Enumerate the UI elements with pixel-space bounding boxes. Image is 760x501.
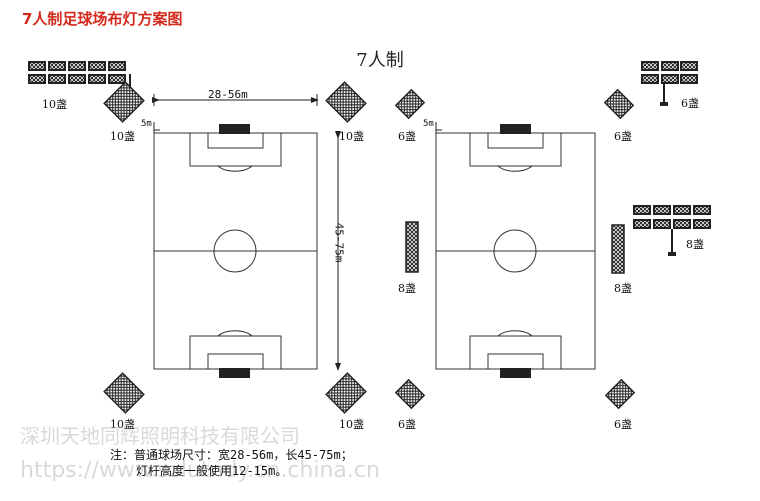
goal-bottom-right <box>500 368 531 378</box>
lamp-r-bottom-right-label: 6盏 <box>614 418 632 431</box>
margin-label-left: 5m <box>141 119 152 129</box>
goal-bottom-left <box>219 368 250 378</box>
lamp-r-bottom-right <box>605 379 635 409</box>
array-top-left-label: 10盏 <box>42 98 67 111</box>
lamp-bottom-right <box>325 372 367 414</box>
lamp-top-right <box>325 81 367 123</box>
goal-top-right <box>500 124 531 134</box>
lamp-r-top-left <box>395 89 425 119</box>
right-pitch <box>435 132 596 370</box>
goal-top-left <box>219 124 250 134</box>
watermark-url: https://www.szlutndy.cn.china.cn <box>20 458 380 483</box>
lamp-r-bottom-left <box>395 379 425 409</box>
lamp-r-mid-left <box>405 221 419 273</box>
lamp-r-top-left-label: 6盏 <box>398 130 416 143</box>
lamp-r-bottom-left-label: 6盏 <box>398 418 416 431</box>
width-dimension-label: 28-56m <box>208 88 248 101</box>
array-r-mid-label: 8盏 <box>686 238 704 251</box>
lamp-r-top-right-label: 6盏 <box>614 130 632 143</box>
left-pitch <box>153 132 318 370</box>
lamp-array-r-mid <box>633 205 711 256</box>
lamp-r-mid-right <box>611 224 625 274</box>
lamp-top-right-label: 10盏 <box>339 130 364 143</box>
lamp-r-mid-right-label: 8盏 <box>614 282 632 295</box>
lamp-bottom-left <box>103 372 145 414</box>
lamp-r-top-right <box>604 89 634 119</box>
lamp-r-mid-left-label: 8盏 <box>398 282 416 295</box>
lamp-bottom-left-label: 10盏 <box>110 418 135 431</box>
lamp-top-left <box>103 81 145 123</box>
note-line-2: 灯杆高度一般使用12-15m。 <box>136 464 288 478</box>
scheme-title: 7人制 <box>356 50 404 71</box>
lamp-top-left-label: 10盏 <box>110 130 135 143</box>
array-r-top-label: 6盏 <box>681 97 699 110</box>
note-line-1: 注：普通球场尺寸：宽28-56m，长45-75m； <box>110 448 353 462</box>
length-dimension-label: 45-75m <box>332 222 346 263</box>
page-title: 7人制足球场布灯方案图 <box>22 10 183 28</box>
lamp-bottom-right-label: 10盏 <box>339 418 364 431</box>
watermark-company: 深圳天地同辉照明科技有限公司 <box>20 424 300 448</box>
lamp-array-r-top <box>641 61 698 106</box>
margin-label-right: 5m <box>423 119 434 129</box>
